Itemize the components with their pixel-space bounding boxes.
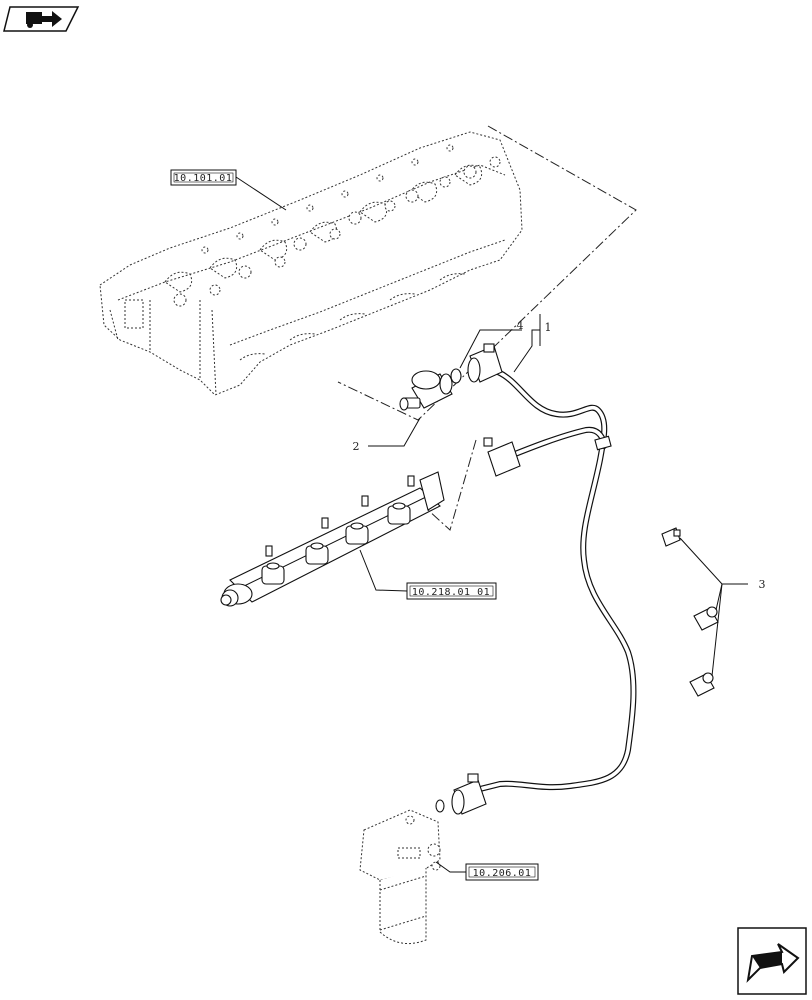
tractor-arrow-icon[interactable] [3,6,80,32]
o-ring-lower[interactable] [435,799,445,813]
fuel-rail [220,471,445,607]
ref-label-fuel-rail-text: 10.218.01 01 [412,587,490,598]
o-ring-upper[interactable] [450,368,462,384]
fuel-pipe-assembly[interactable] [451,343,637,815]
ref-label-fuel-rail[interactable]: 10.218.01 01 [406,582,497,600]
pressure-sensor[interactable] [399,370,453,411]
temperature-sensors[interactable] [661,527,719,697]
callout-2: 2 [353,440,360,453]
cylinder-head-phantom [99,131,523,396]
callout-3: 3 [759,578,766,591]
ref-label-fuel-filter-text: 10.206.01 [473,868,532,879]
fuel-filter-phantom [359,809,441,945]
callout-4: 4 [517,319,524,332]
ref-label-cylinder-head[interactable]: 10.101.01 [170,169,237,186]
ref-label-cylinder-head-text: 10.101.01 [174,173,233,184]
ref-label-fuel-filter[interactable]: 10.206.01 [465,863,539,881]
callout-1: 1 [545,321,552,334]
next-page-arrow-icon[interactable] [737,927,807,995]
